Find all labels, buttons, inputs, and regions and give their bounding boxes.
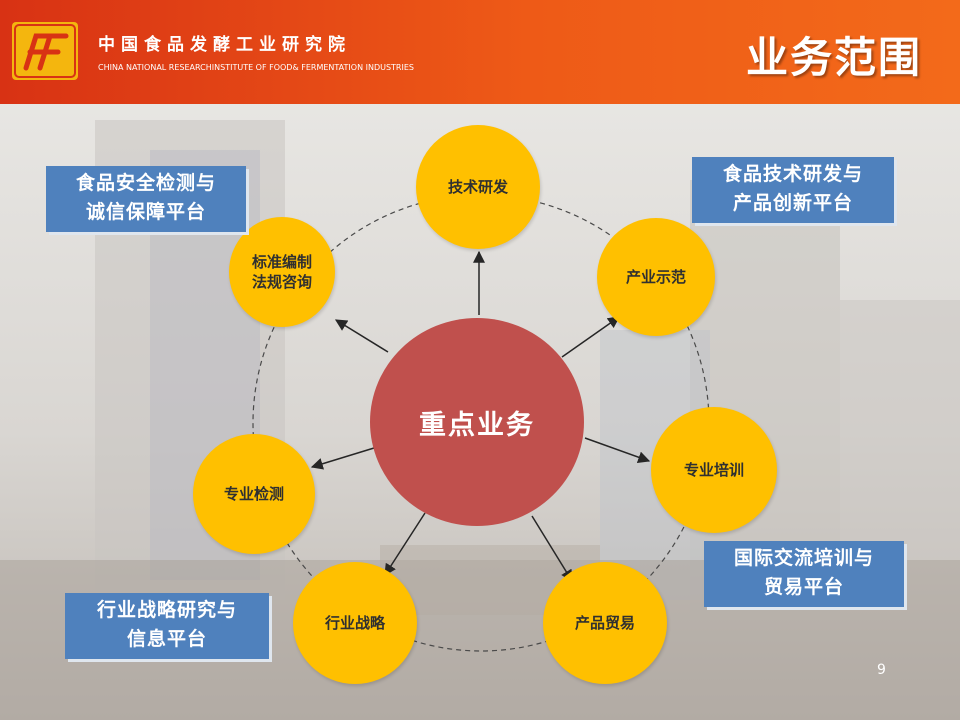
arrow-to-industry-demo (561, 316, 620, 358)
center-node: 重点业务 (370, 318, 584, 526)
node-label-line1: 标准编制 (251, 252, 312, 271)
header-bar: 中国食品发酵工业研究院 CHINA NATIONAL RESEARCHINSTI… (0, 0, 960, 104)
node-label: 产品贸易 (574, 613, 635, 632)
node-label-line2: 法规咨询 (251, 273, 312, 291)
arrow-to-standards (334, 319, 389, 353)
node-industry-demo: 产业示范 (597, 218, 715, 336)
arrow-to-industry-strategy (384, 512, 426, 577)
platform-line1: 食品安全检测与 (75, 172, 216, 194)
platform-food-tech: 食品技术研发与 产品创新平台 (692, 157, 894, 223)
platform-line2: 贸易平台 (763, 576, 844, 598)
ff-logo-icon (12, 22, 78, 80)
page-number: 9 (877, 662, 886, 678)
platform-strategy-info: 行业战略研究与 信息平台 (65, 593, 269, 659)
platform-food-safety: 食品安全检测与 诚信保障平台 (46, 166, 246, 232)
node-label: 产业示范 (625, 267, 686, 286)
node-label: 技术研发 (447, 177, 508, 196)
page-title: 业务范围 (745, 33, 922, 82)
platform-line2: 产品创新平台 (732, 192, 853, 214)
node-standards: 标准编制 法规咨询 (229, 217, 335, 327)
node-label: 行业战略 (324, 613, 385, 632)
platform-line1: 食品技术研发与 (722, 163, 863, 185)
platform-line1: 行业战略研究与 (96, 599, 237, 621)
platform-line2: 信息平台 (126, 628, 207, 650)
platform-intl-exchange: 国际交流培训与 贸易平台 (704, 541, 904, 607)
org-name-cn: 中国食品发酵工业研究院 (98, 35, 351, 55)
node-tech-rd: 技术研发 (416, 125, 540, 249)
node-label: 专业培训 (683, 460, 744, 479)
arrow-to-prof-testing (310, 447, 375, 470)
arrow-to-prof-training (584, 437, 651, 463)
platform-line1: 国际交流培训与 (733, 547, 874, 569)
node-product-trade: 产品贸易 (543, 562, 667, 684)
arrow-to-product-trade (531, 515, 573, 583)
node-prof-training: 专业培训 (651, 407, 777, 533)
platform-line2: 诚信保障平台 (85, 201, 206, 223)
node-prof-testing: 专业检测 (193, 434, 315, 554)
node-label: 专业检测 (223, 484, 284, 503)
org-name-en: CHINA NATIONAL RESEARCHINSTITUTE OF FOOD… (98, 63, 414, 72)
node-industry-strategy: 行业战略 (293, 562, 417, 684)
